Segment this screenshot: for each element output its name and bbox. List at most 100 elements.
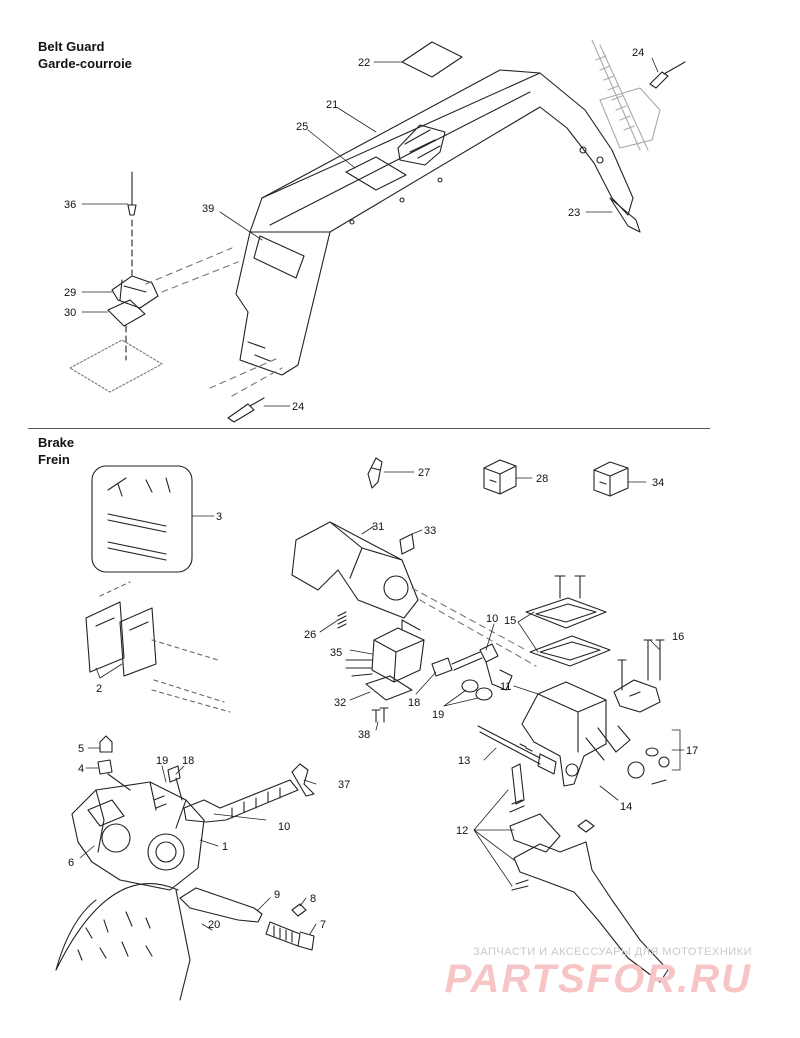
callout-23: 23 [568,207,580,219]
callout-1: 1 [222,841,228,853]
clip-27 [367,457,383,489]
callout-7: 7 [320,919,326,931]
connector-34 [593,461,629,497]
washers-19-lower [153,795,167,809]
lock-washer-8 [291,903,307,917]
callout-34: 34 [652,477,664,489]
brake-subtitle: Frein [38,452,70,467]
guard-tab-23 [609,197,641,233]
callout-19: 19 [432,709,444,721]
pivot-bolt [511,763,525,805]
callout-30: 30 [64,307,76,319]
callout-2: 2 [96,683,102,695]
brake-hose-10 [183,779,299,823]
callout-17: 17 [686,745,698,757]
callout-8: 8 [310,893,316,905]
reservoir-gasket-15 [529,635,611,667]
callout-36: 36 [64,199,76,211]
rivet-36 [127,171,137,216]
callout-26: 26 [304,629,316,641]
belt-guard-drawing [69,39,686,423]
decal-25 [345,156,407,191]
callout-24: 24 [632,47,644,59]
bushing-17 [627,761,645,779]
reservoir-cover-15 [525,597,607,629]
connector-28 [483,459,517,495]
hose-clamp-37 [291,763,315,797]
brake-pads-2 [85,601,157,677]
callout-10-lower: 10 [278,821,290,833]
bolt-7 [265,921,315,951]
caliper-bracket-9 [179,887,263,923]
watermark: ЗАПЧАСТИ И АКСЕССУАРЫ ДЛЯ МОТОТЕХНИКИ PA… [445,946,752,1000]
callout-5: 5 [78,743,84,755]
callout-10: 10 [486,613,498,625]
clip-33 [399,533,415,555]
banjo-fitting-10-upper [479,643,513,691]
lever-nut [577,819,595,833]
plate-30 [107,299,146,327]
brake-title: Brake [38,435,75,450]
brake-switch-35 [371,619,425,683]
bleeder-cap-5 [99,735,113,753]
callout-22: 22 [358,57,370,69]
clamp-screws-16 [617,639,665,691]
cover-screws [554,575,586,599]
brake-section-title: Brake Frein [38,434,74,468]
screws-38 [371,707,389,723]
belt-guard-leaders [81,57,659,407]
callout-15: 15 [504,615,516,627]
bracket-32 [365,675,413,701]
callout-27: 27 [418,467,430,479]
belt-guard-subtitle: Garde-courroie [38,56,132,71]
callout-4: 4 [78,763,84,775]
callout-33: 33 [424,525,436,537]
banjo-bolt-18-lower [167,765,183,801]
watermark-tagline: ЗАПЧАСТИ И АКСЕССУАРЫ ДЛЯ МОТОТЕХНИКИ [473,946,752,958]
callout-19-lower: 19 [156,755,168,767]
callout-9: 9 [274,889,280,901]
callout-13: 13 [458,755,470,767]
callout-6: 6 [68,857,74,869]
belt-guard-title: Belt Guard [38,39,105,54]
callout-31: 31 [372,521,384,533]
callout-numbers: 22 24 2 1 25 36 3 9 23 29 30 24 27 28 34 3… [64,47,698,931]
callout-25: 25 [296,121,308,133]
callout-18: 18 [408,697,420,709]
callout-18-lower: 18 [182,755,194,767]
decal-39 [253,235,305,279]
callout-29: 29 [64,287,76,299]
bracket-29 [111,275,159,309]
washer-19a [461,679,479,693]
decal-22 [401,41,463,78]
brake-drawing [55,457,670,1001]
brake-lever-12 [509,813,669,983]
guard-retaining-clip [397,124,446,166]
rivet-24-top [649,61,686,89]
callout-24-bottom: 24 [292,401,304,413]
callout-20: 20 [208,919,220,931]
spring-26 [337,611,347,629]
brake-disc-20 [55,883,179,971]
watermark-logo: PARTSFOR.RU [444,957,752,1001]
bleeder-screw-4 [97,759,131,791]
callout-38: 38 [358,729,370,741]
callout-12: 12 [456,825,468,837]
callout-3: 3 [216,511,222,523]
callout-35: 35 [330,647,342,659]
section-divider [28,428,710,429]
master-cylinder-11 [521,681,607,787]
handlebar-clamp-16 [613,679,661,713]
callout-37: 37 [338,779,350,791]
brake-caliper-1 [71,781,205,891]
banjo-bolt-18-upper [431,651,483,677]
rivet-24-bottom [227,397,265,423]
belt-guard-body [235,69,634,376]
washer-19b [475,687,493,701]
cover-31 [291,521,419,619]
callout-28: 28 [536,473,548,485]
callout-32: 32 [334,697,346,709]
belt-guard-section-title: Belt Guard Garde-courroie [38,38,132,72]
callout-14: 14 [620,801,632,813]
